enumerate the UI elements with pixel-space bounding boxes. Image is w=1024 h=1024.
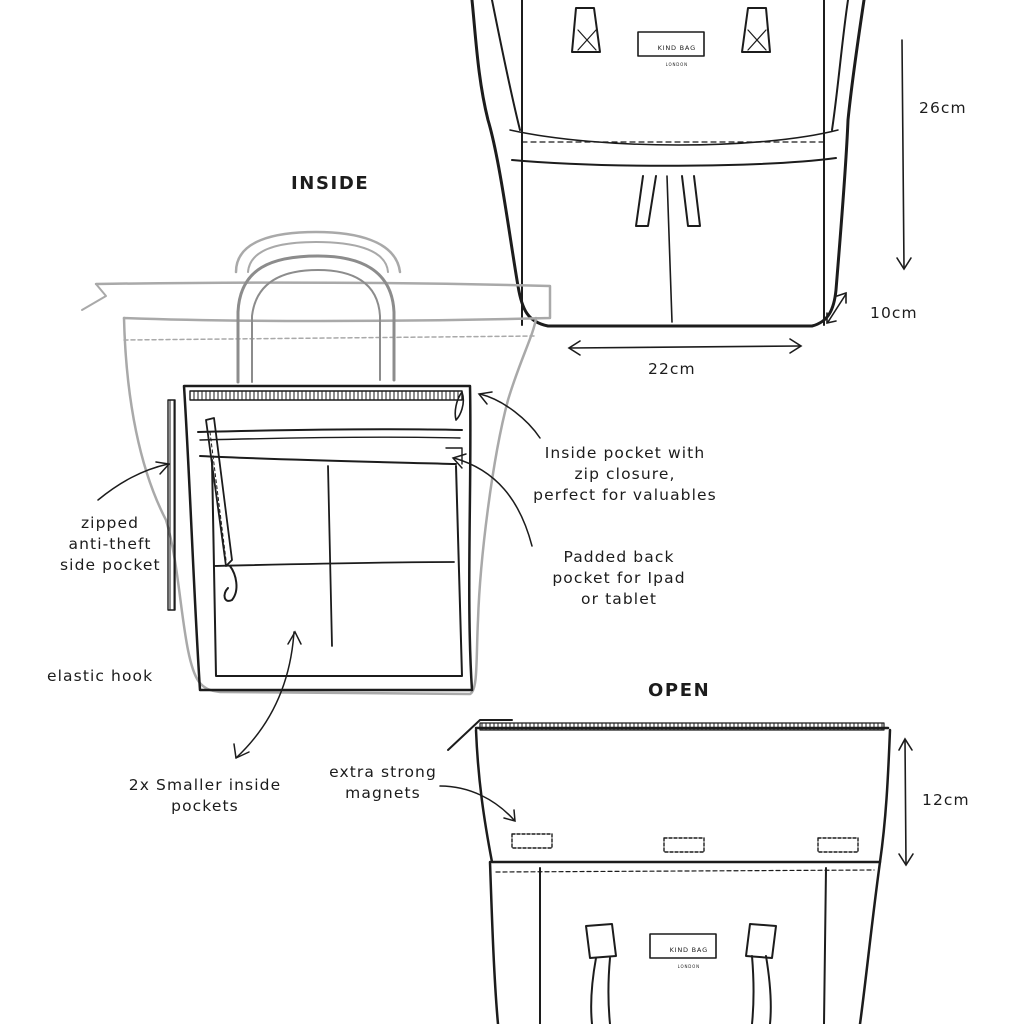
label-magnets: extra strong magnets <box>329 763 437 802</box>
inside-pockets-drawing <box>167 384 474 692</box>
label-small-pockets: 2x Smaller inside pockets <box>128 776 282 815</box>
dimension-width: 22cm <box>648 360 696 378</box>
heading-open: OPEN <box>648 680 711 701</box>
label-inside-zip-pocket: Inside pocket with zip closure, perfect … <box>533 444 717 504</box>
closed-bag-drawing <box>470 0 866 328</box>
heading-inside: INSIDE <box>291 173 370 194</box>
brand-name: KIND BAG <box>669 946 708 954</box>
dimension-roll-top: 12cm <box>922 791 970 809</box>
dimension-height: 26cm <box>919 99 967 117</box>
inside-bag-outline <box>81 230 552 696</box>
callout-arrows <box>97 391 541 823</box>
brand-logo-open: KIND BAG LONDON <box>650 938 716 979</box>
dimension-depth: 10cm <box>870 304 918 322</box>
label-side-pocket: zipped anti-theft side pocket <box>60 514 161 574</box>
brand-name: KIND BAG <box>657 44 696 52</box>
label-elastic-hook: elastic hook <box>47 667 154 685</box>
open-bag-drawing <box>447 719 892 1024</box>
brand-sub: LONDON <box>677 964 700 969</box>
brand-sub: LONDON <box>665 62 688 67</box>
brand-logo-top: KIND BAG LONDON <box>638 36 704 77</box>
label-back-pocket: Padded back pocket for Ipad or tablet <box>552 548 686 608</box>
dimension-arrows <box>567 39 914 867</box>
